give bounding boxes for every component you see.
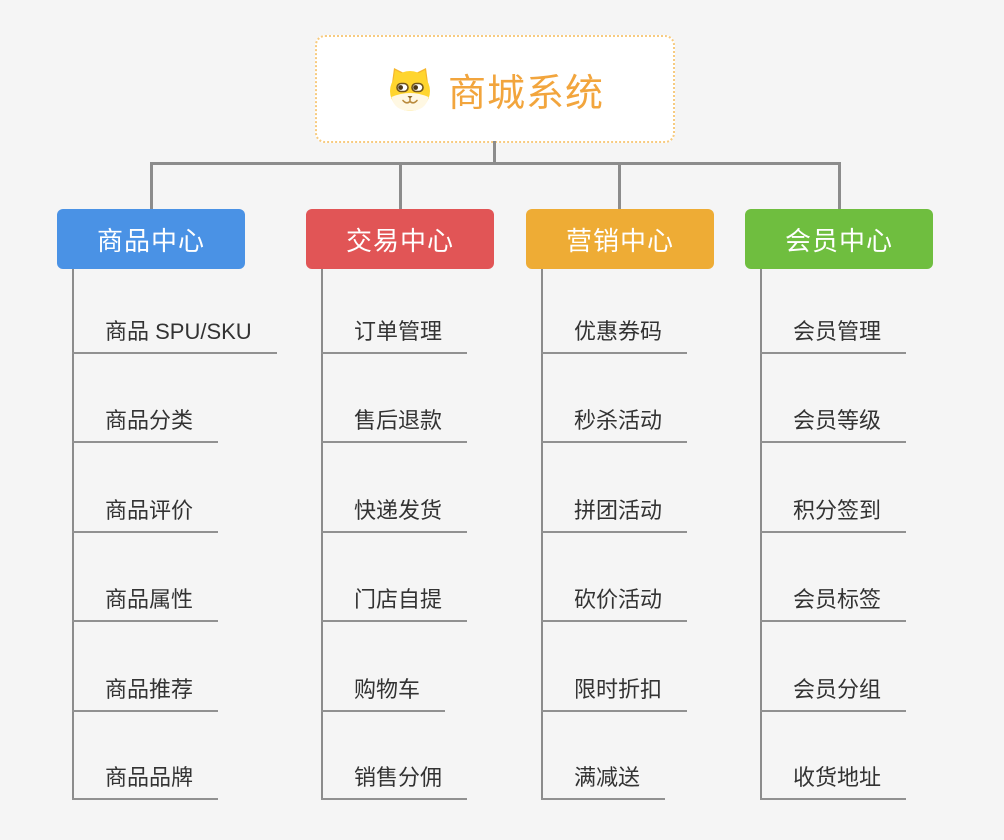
connector-branch-stub-3: [618, 162, 621, 209]
leaf-node[interactable]: 积分签到: [760, 498, 907, 533]
leaf-node[interactable]: 会员管理: [760, 319, 907, 354]
leaf-node[interactable]: 购物车: [321, 677, 446, 712]
branch-trunk-line: [321, 269, 323, 800]
leaf-node[interactable]: 订单管理: [321, 319, 468, 354]
leaf-node[interactable]: 门店自提: [321, 587, 468, 622]
leaf-node[interactable]: 商品属性: [72, 587, 219, 622]
branch-trade-center: 交易中心 订单管理 售后退款 快递发货 门店自提 购物车 销售分佣: [306, 209, 494, 809]
leaf-node[interactable]: 售后退款: [321, 408, 468, 443]
leaf-node[interactable]: 商品分类: [72, 408, 219, 443]
leaf-node[interactable]: 收货地址: [760, 765, 907, 800]
branch-trunk-line: [72, 269, 74, 800]
connector-branch-stub-2: [399, 162, 402, 209]
connector-branch-stub-1: [150, 162, 153, 209]
connector-horizontal-bus: [150, 162, 840, 165]
leaf-node[interactable]: 限时折扣: [541, 677, 688, 712]
branch-header-marketing-center[interactable]: 营销中心: [526, 209, 714, 269]
leaf-node[interactable]: 快递发货: [321, 498, 468, 533]
branch-trunk-line: [760, 269, 762, 800]
branch-header-member-center[interactable]: 会员中心: [745, 209, 933, 269]
branch-product-center: 商品中心 商品 SPU/SKU 商品分类 商品评价 商品属性 商品推荐 商品品牌: [57, 209, 277, 809]
branch-marketing-center: 营销中心 优惠券码 秒杀活动 拼团活动 砍价活动 限时折扣 满减送: [526, 209, 714, 809]
branch-member-center: 会员中心 会员管理 会员等级 积分签到 会员标签 会员分组 收货地址: [745, 209, 933, 809]
leaf-node[interactable]: 销售分佣: [321, 765, 468, 800]
branch-header-trade-center[interactable]: 交易中心: [306, 209, 494, 269]
leaf-node[interactable]: 会员标签: [760, 587, 907, 622]
dog-face-icon: [389, 68, 430, 111]
leaf-node[interactable]: 会员分组: [760, 677, 907, 712]
leaf-node[interactable]: 拼团活动: [541, 498, 688, 533]
branch-header-product-center[interactable]: 商品中心: [57, 209, 245, 269]
leaf-node[interactable]: 砍价活动: [541, 587, 688, 622]
leaf-node[interactable]: 秒杀活动: [541, 408, 688, 443]
connector-branch-stub-4: [838, 162, 841, 209]
leaf-node[interactable]: 商品推荐: [72, 677, 219, 712]
connector-root-stem: [493, 141, 496, 165]
leaf-node[interactable]: 商品评价: [72, 498, 219, 533]
root-title: 商城系统: [447, 72, 604, 115]
leaf-node[interactable]: 满减送: [541, 765, 666, 800]
leaf-node[interactable]: 商品 SPU/SKU: [72, 319, 277, 354]
root-node[interactable]: 商城系统: [315, 35, 675, 143]
leaf-node[interactable]: 商品品牌: [72, 765, 219, 800]
leaf-node[interactable]: 会员等级: [760, 408, 907, 443]
branch-trunk-line: [541, 269, 543, 800]
leaf-node[interactable]: 优惠券码: [541, 319, 688, 354]
